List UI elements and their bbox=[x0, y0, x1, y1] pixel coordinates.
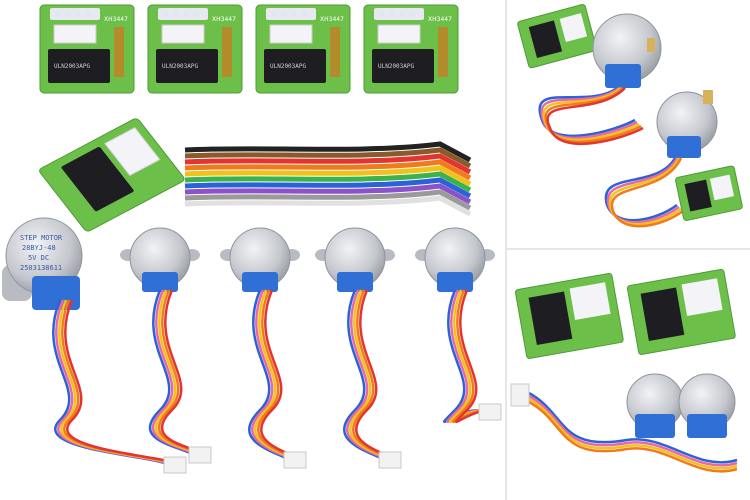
chip-label: ULN2003APG bbox=[378, 63, 415, 70]
stepper-motor-4 bbox=[415, 227, 495, 292]
ribbon-wire bbox=[184, 183, 472, 205]
driver-board-3: ULN2003APG XH3447 bbox=[255, 4, 351, 94]
motor-wire bbox=[160, 289, 208, 457]
ribbon-wire bbox=[184, 165, 472, 187]
connector-white bbox=[510, 383, 530, 407]
driver-board-angled bbox=[39, 118, 185, 232]
motor-wire-bundles bbox=[52, 289, 502, 474]
panel-divider-vertical bbox=[505, 0, 507, 500]
driver-board-4: ULN2003APG XH3447 bbox=[363, 4, 459, 94]
wire-connector bbox=[378, 451, 402, 469]
motor-wire bbox=[157, 289, 205, 457]
stepper-motor-1 bbox=[120, 227, 200, 292]
stepper-motor-small-1 bbox=[592, 13, 662, 88]
chip-label: ULN2003APG bbox=[162, 63, 199, 70]
main-product-illustration: ULN2003APG XH3447 ULN2003APG XH3447 ULN2… bbox=[2, 4, 502, 474]
combo-bottom-illustration bbox=[510, 268, 738, 473]
combo-photo-bottom bbox=[507, 252, 750, 500]
stepper-motor-small-4 bbox=[678, 373, 736, 438]
pcb-label: XH3447 bbox=[428, 16, 452, 23]
pcb-label: XH3447 bbox=[104, 16, 128, 23]
combo-top-illustration bbox=[517, 4, 743, 228]
ribbon-wire bbox=[184, 177, 472, 199]
motor-label-line3: 5V DC bbox=[28, 254, 49, 262]
driver-board-small-3 bbox=[514, 272, 624, 359]
motor-wire bbox=[248, 289, 291, 462]
wire-connector bbox=[188, 446, 212, 464]
motor-wire bbox=[151, 289, 199, 457]
chip-label: ULN2003APG bbox=[270, 63, 307, 70]
motor-wire bbox=[343, 289, 386, 462]
ribbon-wire bbox=[184, 147, 472, 169]
stepper-motor-small-3 bbox=[626, 373, 684, 438]
combo-photo-top bbox=[507, 0, 750, 246]
pcb-label: XH3447 bbox=[320, 16, 344, 23]
motor-wire bbox=[355, 289, 398, 462]
driver-board-small-2 bbox=[675, 165, 743, 221]
motor-label-line4: 2503138611 bbox=[20, 264, 62, 272]
stepper-motor-large: STEP MOTOR 28BYJ-48 5V DC 2503138611 bbox=[2, 217, 83, 310]
motor-wire bbox=[154, 289, 202, 457]
driver-board-small-4 bbox=[626, 268, 736, 355]
pcb-label: XH3447 bbox=[212, 16, 236, 23]
motor-wire bbox=[251, 289, 294, 462]
ribbon-wire bbox=[184, 159, 472, 181]
jumper-cable-ribbon bbox=[184, 141, 472, 217]
motor-wire bbox=[148, 289, 196, 457]
wire-connector bbox=[478, 403, 502, 421]
stepper-motor-3 bbox=[315, 227, 395, 292]
ribbon-wire bbox=[184, 141, 472, 163]
motor-wire bbox=[349, 289, 392, 462]
motor-wire bbox=[260, 289, 303, 462]
driver-board-2: ULN2003APG XH3447 bbox=[147, 4, 243, 94]
motor-label-line1: STEP MOTOR bbox=[20, 234, 63, 242]
driver-board-small-1 bbox=[517, 4, 597, 69]
ribbon-wire bbox=[184, 189, 472, 211]
wire-connector bbox=[283, 451, 307, 469]
chip-label: ULN2003APG bbox=[54, 63, 91, 70]
ribbon-wire bbox=[184, 171, 472, 193]
motor-wire bbox=[346, 289, 389, 462]
motor-wire bbox=[454, 289, 498, 423]
motor-wire bbox=[254, 289, 297, 462]
motor-wire bbox=[257, 289, 300, 462]
panel-divider-horizontal bbox=[507, 248, 750, 250]
driver-board-1: ULN2003APG XH3447 bbox=[39, 4, 135, 94]
motor-wire bbox=[64, 299, 183, 467]
stepper-motor-2 bbox=[220, 227, 300, 292]
main-product-photo: ULN2003APG XH3447 ULN2003APG XH3447 ULN2… bbox=[2, 4, 502, 474]
ribbon-wire bbox=[184, 153, 472, 175]
motor-label-line2: 28BYJ-48 bbox=[22, 244, 56, 252]
wire-connector bbox=[163, 456, 187, 474]
ribbon-wire bbox=[184, 195, 472, 217]
stepper-motor-row bbox=[120, 227, 495, 292]
stepper-motor-small-2 bbox=[656, 90, 718, 158]
motor-wire bbox=[352, 289, 395, 462]
